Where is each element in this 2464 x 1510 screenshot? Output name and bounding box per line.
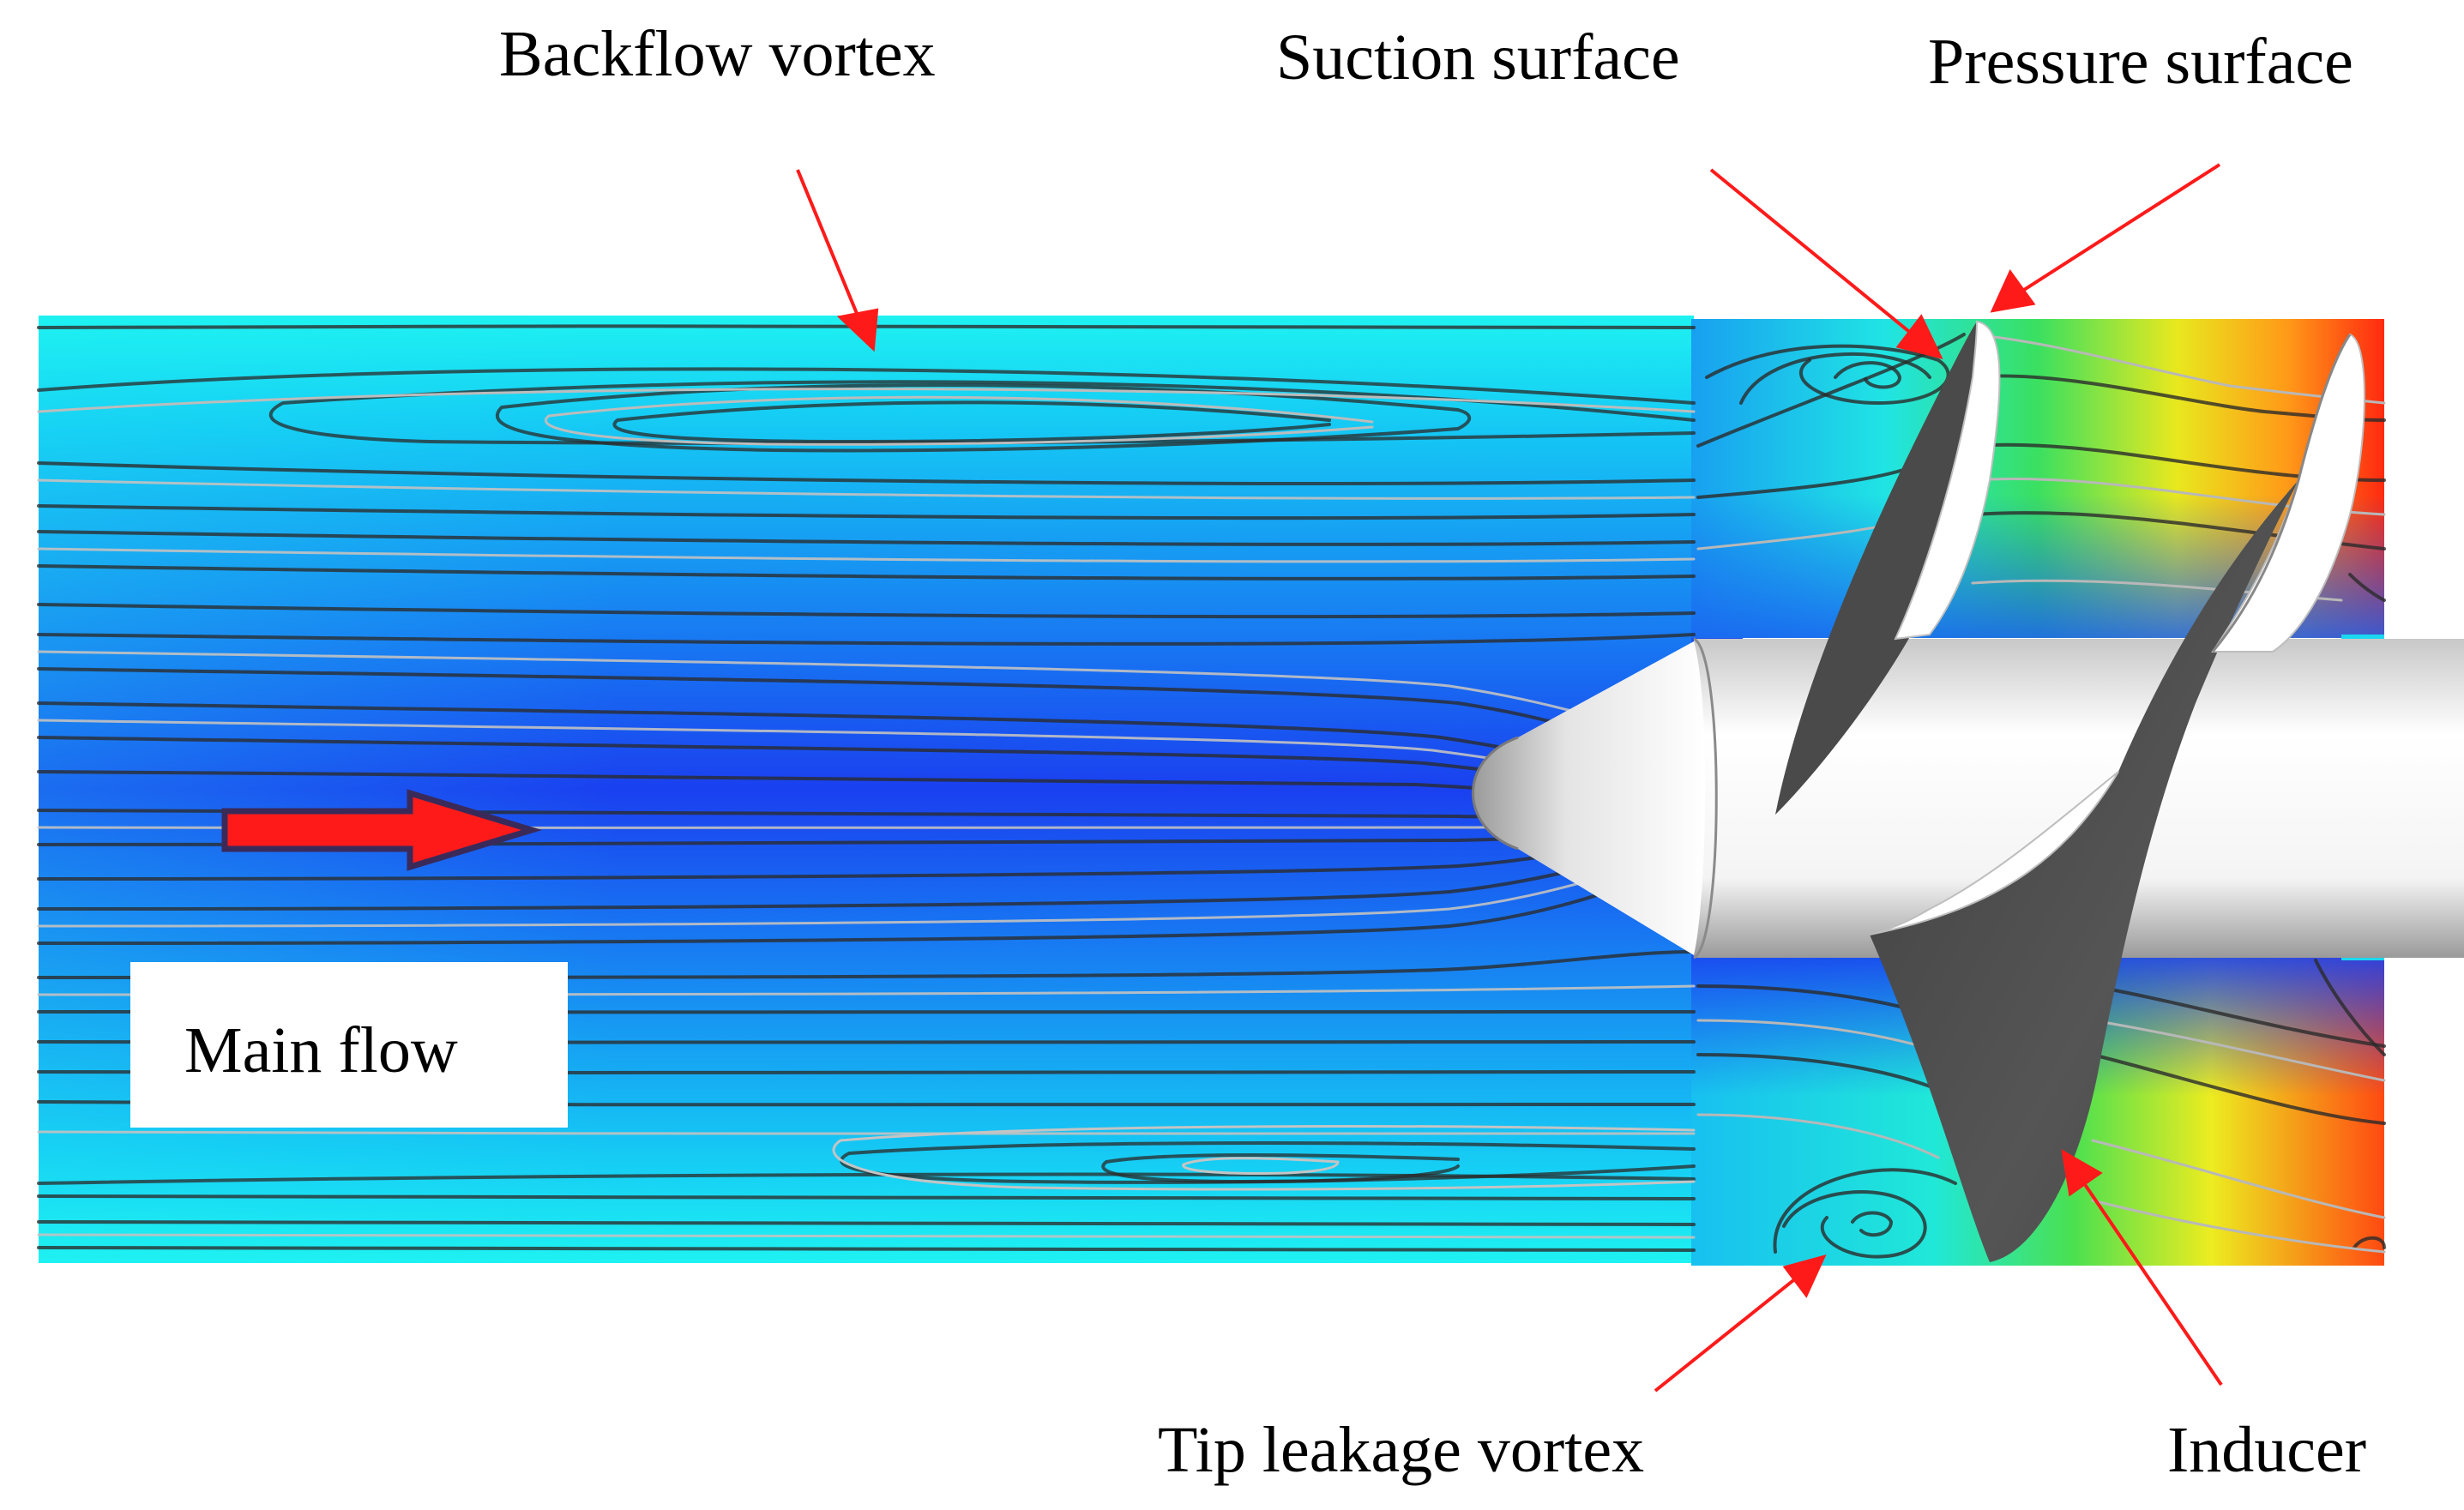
- blade-pressure-surface: [1894, 320, 2001, 641]
- backflow-vortex-pointer: [796, 169, 859, 316]
- blade-front-dark: [1870, 480, 2298, 1262]
- nose-cone: [1473, 641, 1706, 955]
- annotation-arrows: [796, 163, 2223, 1393]
- pressure-surface-pointer: [2022, 163, 2221, 292]
- inducer-pointer: [2082, 1182, 2223, 1387]
- backflow-vortex-label: Backflow vortex: [499, 18, 936, 90]
- suction-surface-pointer: [1709, 168, 1914, 336]
- tip-leakage-vortex-pointer: [1654, 1276, 1798, 1393]
- main-flow-label-box: [130, 962, 568, 1128]
- pressure-surface-label: Pressure surface: [1928, 26, 2353, 98]
- blade-suction-surface: [1775, 322, 1977, 815]
- tip-leakage-vortex-label: Tip leakage vortex: [1158, 1414, 1644, 1486]
- inducer-label: Inducer: [2167, 1414, 2366, 1486]
- main-flow-label: Main flow: [184, 1014, 458, 1086]
- main-flow-arrow: [221, 789, 543, 871]
- suction-surface-label: Suction surface: [1276, 21, 1680, 93]
- inducer-geometry: [1472, 320, 2464, 1262]
